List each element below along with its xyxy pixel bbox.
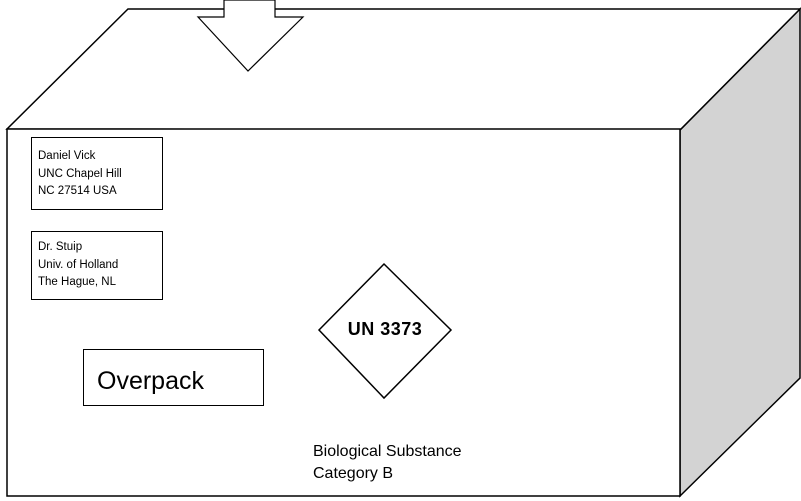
substance-label: Biological Substance Category B [313, 441, 462, 485]
box-top-face [5, 8, 801, 131]
recipient-location: The Hague, NL [38, 276, 116, 288]
recipient-institution: Univ. of Holland [38, 258, 119, 271]
overpack-text: Overpack [97, 367, 204, 395]
sender-location: NC 27514 USA [38, 185, 117, 197]
sender-address-label: Daniel Vick UNC Chapel Hill NC 27514 USA [31, 137, 163, 210]
substance-line-2: Category B [313, 465, 394, 482]
un-diamond-icon [317, 262, 453, 400]
sender-institution: UNC Chapel Hill [38, 167, 122, 180]
substance-line-1: Biological Substance [313, 443, 462, 460]
overpack-label: Overpack [83, 349, 264, 406]
recipient-name: Dr. Stuip [38, 241, 83, 253]
un-marking-text: UN 3373 [347, 319, 423, 339]
recipient-address-label: Dr. Stuip Univ. of Holland The Hague, NL [31, 231, 163, 300]
down-arrow-icon [196, 0, 305, 72]
sender-name: Daniel Vick [38, 150, 96, 162]
